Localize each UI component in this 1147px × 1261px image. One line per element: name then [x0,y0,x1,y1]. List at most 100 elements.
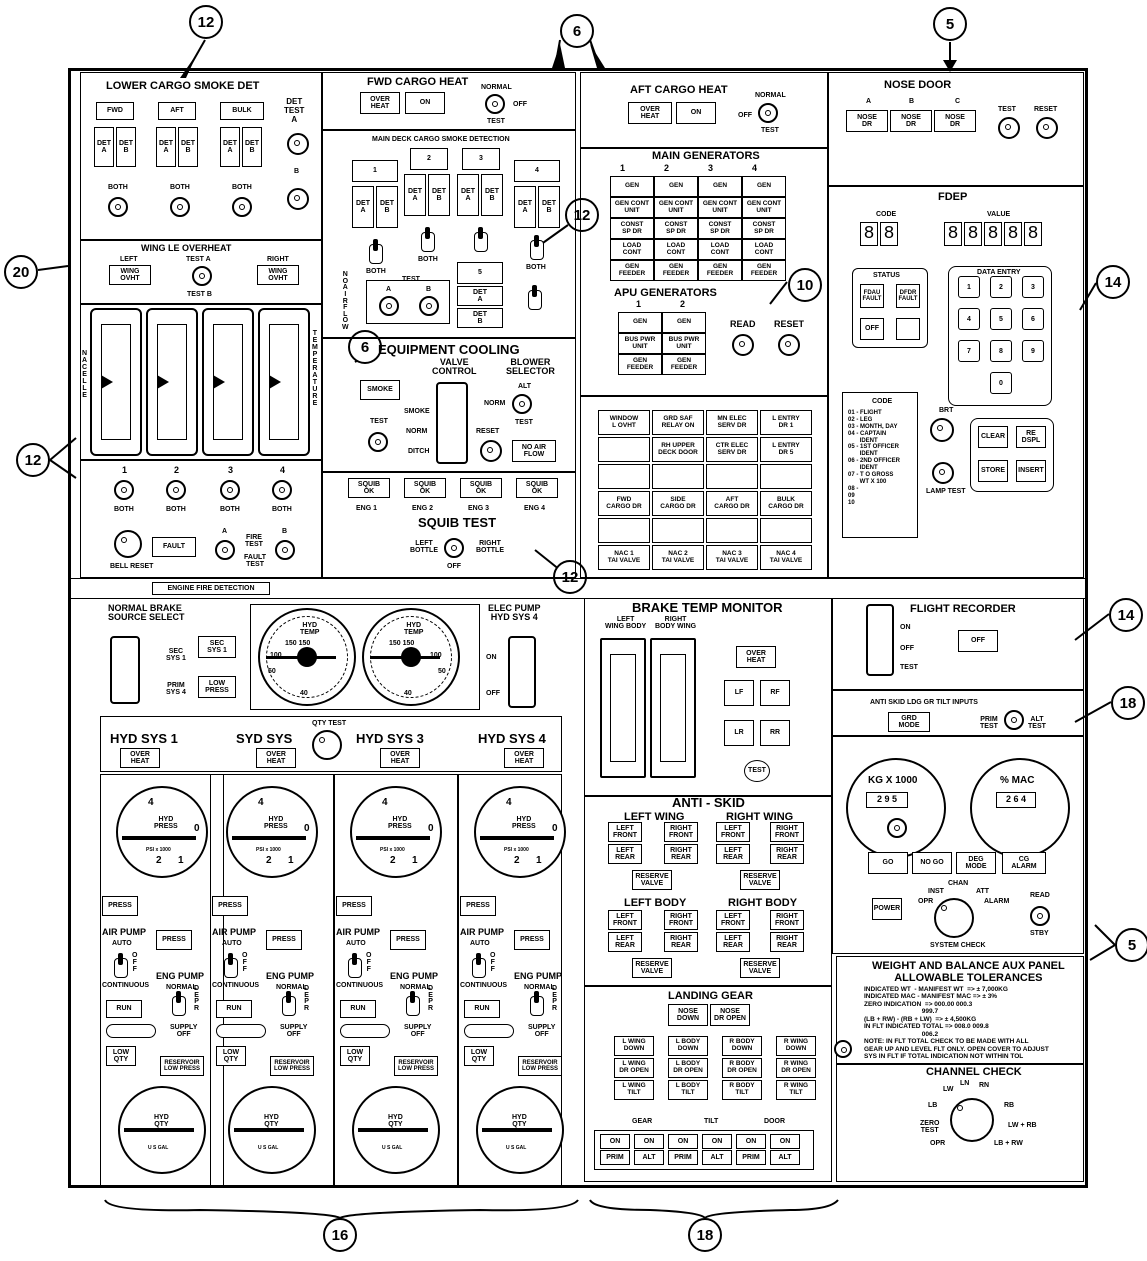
lg-switch-alt-6[interactable]: ALT [770,1150,800,1165]
md-z3-switch[interactable] [474,227,488,252]
lg-switch-prim-1[interactable]: PRIM [600,1150,630,1165]
wing-le-test-selector[interactable] [192,266,212,286]
md-z1-det-b[interactable]: DET B [376,186,398,228]
keypad-key-9[interactable]: 9 [1022,340,1044,362]
fwd-heat-overheat[interactable]: OVER HEAT [360,92,400,114]
wing-le-right-button[interactable]: WING OVHT [257,265,299,285]
anti-skid-wing-front-3[interactable]: RIGHT FRONT [770,822,804,842]
lower-aft-selector[interactable] [170,197,190,217]
keypad-key-4[interactable]: 4 [958,308,980,330]
md-z5-det-b[interactable]: DET B [457,308,503,328]
lg-switch-on-5[interactable]: ON [736,1134,766,1149]
lower-aft-det-b[interactable]: DET B [178,127,198,167]
fdep-blank-button[interactable] [896,318,920,340]
brake-temp-lr[interactable]: LR [724,720,754,746]
blower-selector[interactable] [512,394,532,414]
nose-test-button[interactable] [998,117,1020,139]
hyd-air-pump-switch-3[interactable] [348,953,362,978]
elec-pump-lever[interactable] [508,636,536,708]
md-z5-switch[interactable] [528,285,542,310]
anti-skid-body-front-0[interactable]: LEFT FRONT [608,910,642,930]
brake-temp-lf[interactable]: LF [724,680,754,706]
keypad-key-6[interactable]: 6 [1022,308,1044,330]
md-z2-det-b[interactable]: DET B [428,174,450,216]
lower-det-test-a[interactable] [287,133,309,155]
lg-switch-on-1[interactable]: ON [600,1134,630,1149]
fire-test-b-switch[interactable] [275,540,295,560]
equip-reset-button[interactable] [480,440,502,462]
keypad-key-8[interactable]: 8 [990,340,1012,362]
md-test-b-switch[interactable] [419,296,439,316]
hyd-eng-pump-switch-3[interactable] [406,991,420,1016]
grd-mode-button[interactable]: GRD MODE [888,712,930,732]
lower-fwd-det-b[interactable]: DET B [116,127,136,167]
anti-skid-wing-rear-0[interactable]: LEFT REAR [608,844,642,864]
wb-power-button[interactable]: POWER [872,898,902,920]
fdep-clear-button[interactable]: CLEAR [978,426,1008,448]
fdep-lamp-test-button[interactable] [932,462,954,484]
anti-skid-body-rear-1[interactable]: RIGHT REAR [664,932,698,952]
nose-reset-button[interactable] [1036,117,1058,139]
fwd-heat-on[interactable]: ON [405,92,445,114]
eng-fire-selector-2[interactable] [166,480,186,500]
keypad-key-3[interactable]: 3 [1022,276,1044,298]
lg-switch-prim-5[interactable]: PRIM [736,1150,766,1165]
fdep-off-button[interactable]: OFF [860,318,884,340]
anti-skid-wing-front-0[interactable]: LEFT FRONT [608,822,642,842]
flight-rec-off-button[interactable]: OFF [958,630,998,652]
lower-bulk-selector[interactable] [232,197,252,217]
anti-skid-body-rear-2[interactable]: LEFT REAR [716,932,750,952]
lower-bulk-det-a[interactable]: DET A [220,127,240,167]
anti-skid-body-front-2[interactable]: LEFT FRONT [716,910,750,930]
lower-aft-button[interactable]: AFT [158,102,196,120]
apu-reset-button[interactable] [778,334,800,356]
squib-bottle-selector[interactable] [444,538,464,558]
md-z1-switch[interactable] [369,239,383,264]
keypad-key-1[interactable]: 1 [958,276,980,298]
md-z2-switch[interactable] [421,227,435,252]
fire-test-a-switch[interactable] [215,540,235,560]
main-deck-zone-4[interactable]: 4 [514,160,560,182]
hyd-air-pump-switch-2[interactable] [224,953,238,978]
lower-fwd-det-a[interactable]: DET A [94,127,114,167]
eng-fire-fault-button[interactable]: FAULT [152,537,196,557]
wing-le-left-button[interactable]: WING OVHT [109,265,151,285]
aft-heat-switch[interactable] [758,103,778,123]
hyd-eng-pump-switch-4[interactable] [530,991,544,1016]
tolerance-cover-latch[interactable] [834,1040,852,1058]
valve-control-lever[interactable] [436,382,468,464]
apu-read-button[interactable] [732,334,754,356]
lower-fwd-button[interactable]: FWD [96,102,134,120]
tilt-test-switch[interactable] [1004,710,1024,730]
lg-switch-on-6[interactable]: ON [770,1134,800,1149]
eng-fire-selector-3[interactable] [220,480,240,500]
lower-bulk-button[interactable]: BULK [220,102,264,120]
md-z2-det-a[interactable]: DET A [404,174,426,216]
keypad-key-7[interactable]: 7 [958,340,980,362]
lg-switch-on-2[interactable]: ON [634,1134,664,1149]
brake-source-lever[interactable] [110,636,140,704]
keypad-key-5[interactable]: 5 [990,308,1012,330]
brake-temp-rf[interactable]: RF [760,680,790,706]
fwd-heat-switch[interactable] [485,94,505,114]
kg-adjust-knob[interactable] [887,818,907,838]
main-deck-zone-1[interactable]: 1 [352,160,398,182]
anti-skid-wing-front-2[interactable]: LEFT FRONT [716,822,750,842]
fdep-store-button[interactable]: STORE [978,460,1008,482]
fdep-insert-button[interactable]: INSERT [1016,460,1046,482]
eng-fire-selector-1[interactable] [114,480,134,500]
hyd-air-pump-switch-1[interactable] [114,953,128,978]
keypad-key-0[interactable]: 0 [990,372,1012,394]
anti-skid-body-front-3[interactable]: RIGHT FRONT [770,910,804,930]
flight-rec-lever[interactable] [866,604,894,676]
brake-temp-rr[interactable]: RR [760,720,790,746]
equip-smoke-button[interactable]: SMOKE [360,380,400,400]
lower-det-test-b[interactable] [287,188,309,210]
md-test-a-switch[interactable] [379,296,399,316]
lg-switch-prim-3[interactable]: PRIM [668,1150,698,1165]
eng-fire-selector-4[interactable] [272,480,292,500]
anti-skid-wing-front-1[interactable]: RIGHT FRONT [664,822,698,842]
anti-skid-body-rear-3[interactable]: RIGHT REAR [770,932,804,952]
bell-reset-button[interactable] [114,530,142,558]
lg-switch-alt-2[interactable]: ALT [634,1150,664,1165]
